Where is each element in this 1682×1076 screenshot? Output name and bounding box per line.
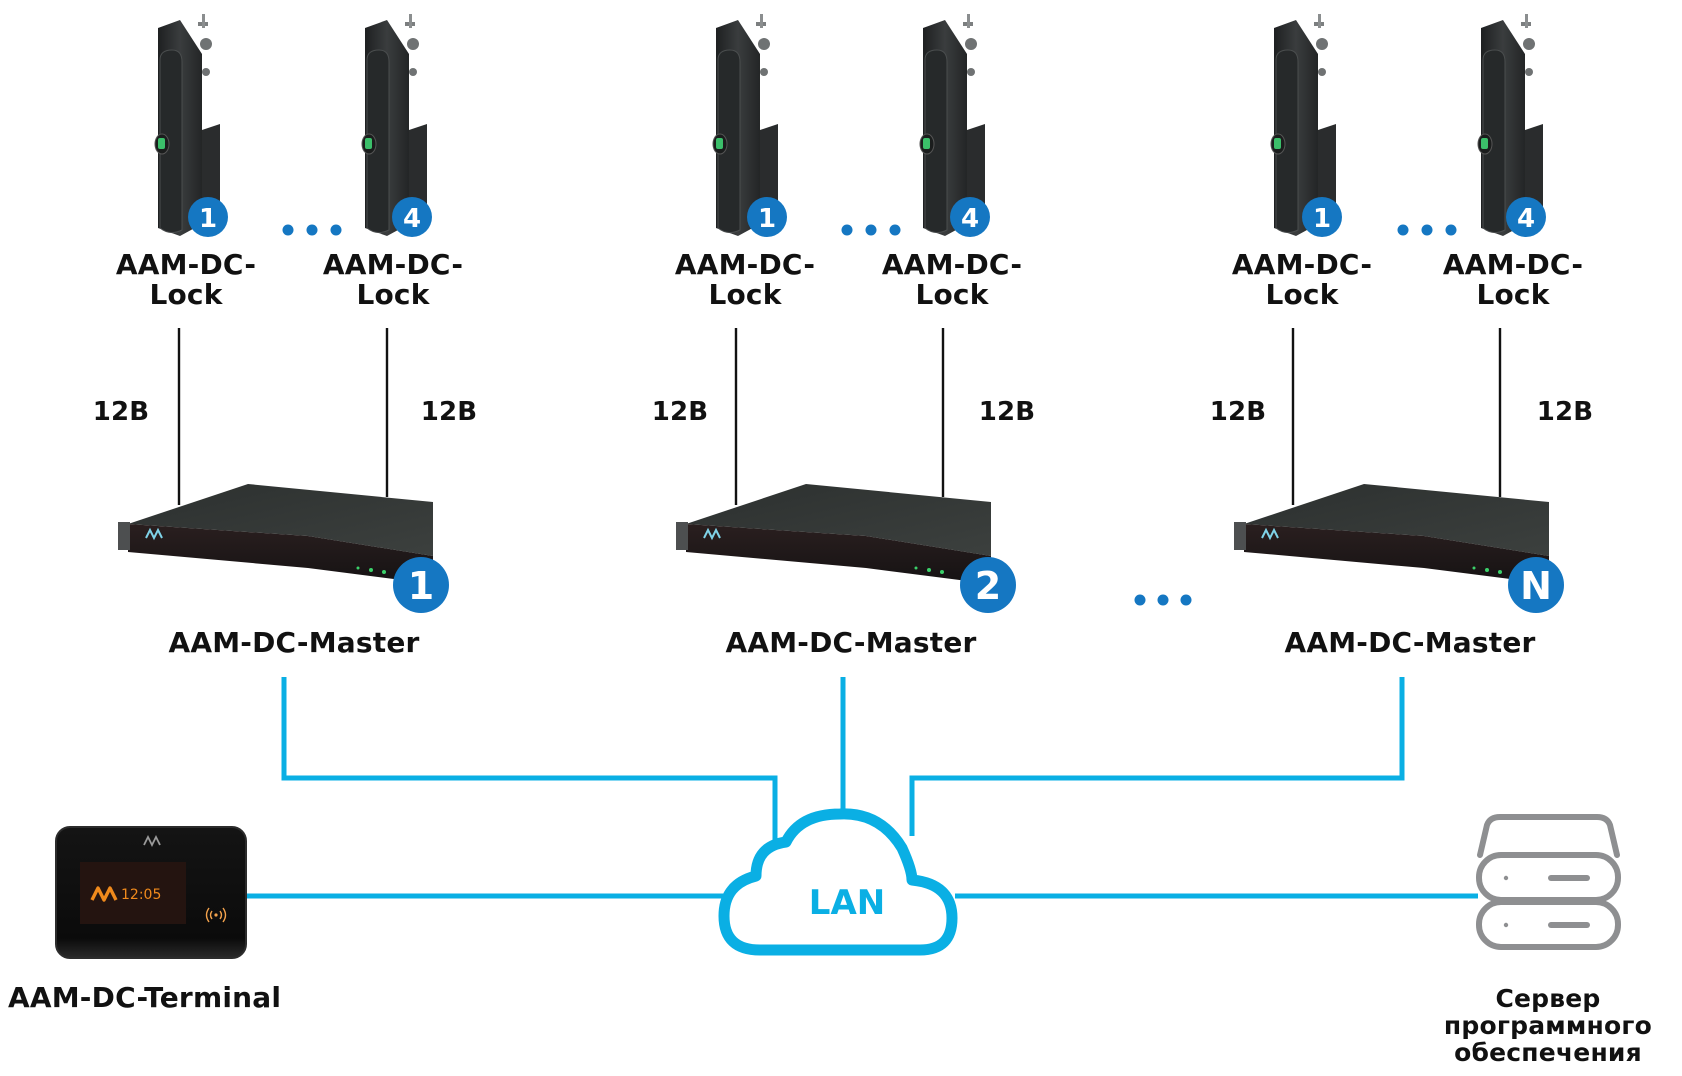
number-badge <box>1508 557 1564 613</box>
terminal-device[interactable]: 12:05 <box>55 826 247 959</box>
power-wires <box>177 328 1502 505</box>
master-label: AAM-DC-Master <box>168 626 420 659</box>
number-badge-text: 4 <box>961 204 979 234</box>
number-badge <box>393 557 449 613</box>
lan-cloud-icon[interactable] <box>718 808 958 956</box>
ellipsis-dot <box>889 224 901 236</box>
nfc-icon <box>205 907 227 923</box>
number-badge-text: N <box>1520 564 1552 608</box>
lock-label: AAM-DC- Lock <box>1413 250 1613 310</box>
lock-label: AAM-DC- Lock <box>1202 250 1402 310</box>
number-badge-text: 1 <box>1313 204 1331 234</box>
server-label: Сервер программного обеспечения <box>1418 985 1678 1066</box>
master-device-image[interactable] <box>675 483 992 585</box>
number-badge-text: 2 <box>975 564 1001 608</box>
number-badge-text: 4 <box>1517 204 1535 234</box>
lan-line-master-1 <box>281 677 778 840</box>
lan-label: LAN <box>808 883 886 923</box>
ellipsis-dot <box>282 224 294 236</box>
voltage-label: 12В <box>1209 397 1267 427</box>
terminal-screen-logo <box>90 886 118 902</box>
lan-connections <box>246 677 1478 899</box>
voltage-label: 12В <box>978 397 1036 427</box>
lock-label-line1: AAM-DC- <box>1231 248 1373 281</box>
terminal-top-logo <box>143 834 161 848</box>
ellipsis-dot <box>1445 224 1457 236</box>
master-device-image[interactable] <box>117 483 434 585</box>
number-badge-text: 1 <box>199 204 217 234</box>
lock-label-line2: Lock <box>708 278 782 311</box>
number-badge <box>392 197 432 237</box>
master-device-image[interactable] <box>1233 483 1550 585</box>
server-icon[interactable] <box>1476 814 1621 950</box>
lock-badges: 1 4 1 4 1 4 <box>188 197 1546 237</box>
ellipsis-dot <box>306 224 318 236</box>
server-label-line: программного <box>1443 1011 1653 1040</box>
lock-label: AAM-DC- Lock <box>645 250 845 310</box>
lock-label-line2: Lock <box>915 278 989 311</box>
lock-label: AAM-DC- Lock <box>86 250 286 310</box>
number-badge-text: 4 <box>403 204 421 234</box>
lock-label-line1: AAM-DC- <box>322 248 464 281</box>
lock-label-line1: AAM-DC- <box>1442 248 1584 281</box>
terminal-screen-time: 12:05 <box>121 887 161 903</box>
lock-label-line1: AAM-DC- <box>115 248 257 281</box>
ellipsis-dot <box>1157 594 1169 606</box>
ellipsis-dot <box>1180 594 1192 606</box>
master-label: AAM-DC-Master <box>725 626 977 659</box>
terminal-label: AAM-DC-Terminal <box>8 981 282 1014</box>
voltage-label: 12В <box>1536 397 1594 427</box>
voltage-label: 12В <box>420 397 478 427</box>
ellipsis-dot <box>865 224 877 236</box>
number-badge-text: 1 <box>758 204 776 234</box>
number-badge <box>1302 197 1342 237</box>
lock-label-line2: Lock <box>356 278 430 311</box>
number-badge <box>747 197 787 237</box>
lock-label-line1: AAM-DC- <box>881 248 1023 281</box>
lock-label: AAM-DC- Lock <box>293 250 493 310</box>
master-badges: 1 2 N <box>393 557 1564 613</box>
ellipsis-dot <box>1421 224 1433 236</box>
voltage-label: 12В <box>651 397 709 427</box>
lock-label-line1: AAM-DC- <box>674 248 816 281</box>
lock-label-line2: Lock <box>149 278 223 311</box>
terminal-screen <box>80 862 186 924</box>
ellipsis-dot <box>1397 224 1409 236</box>
number-badge <box>188 197 228 237</box>
server-label-line: обеспечения <box>1454 1038 1642 1067</box>
lan-line-master-n <box>909 677 1405 836</box>
lock-label-line2: Lock <box>1265 278 1339 311</box>
ellipsis-dot <box>330 224 342 236</box>
lock-label-line2: Lock <box>1476 278 1550 311</box>
master-label: AAM-DC-Master <box>1284 626 1536 659</box>
lock-label: AAM-DC- Lock <box>852 250 1052 310</box>
number-badge-text: 1 <box>408 564 434 608</box>
ellipsis-dot <box>1134 594 1146 606</box>
voltage-label: 12В <box>92 397 150 427</box>
ellipsis-dots <box>282 224 1457 606</box>
ellipsis-dot <box>841 224 853 236</box>
number-badge <box>1506 197 1546 237</box>
number-badge <box>960 557 1016 613</box>
server-label-line: Сервер <box>1495 984 1601 1013</box>
number-badge <box>950 197 990 237</box>
